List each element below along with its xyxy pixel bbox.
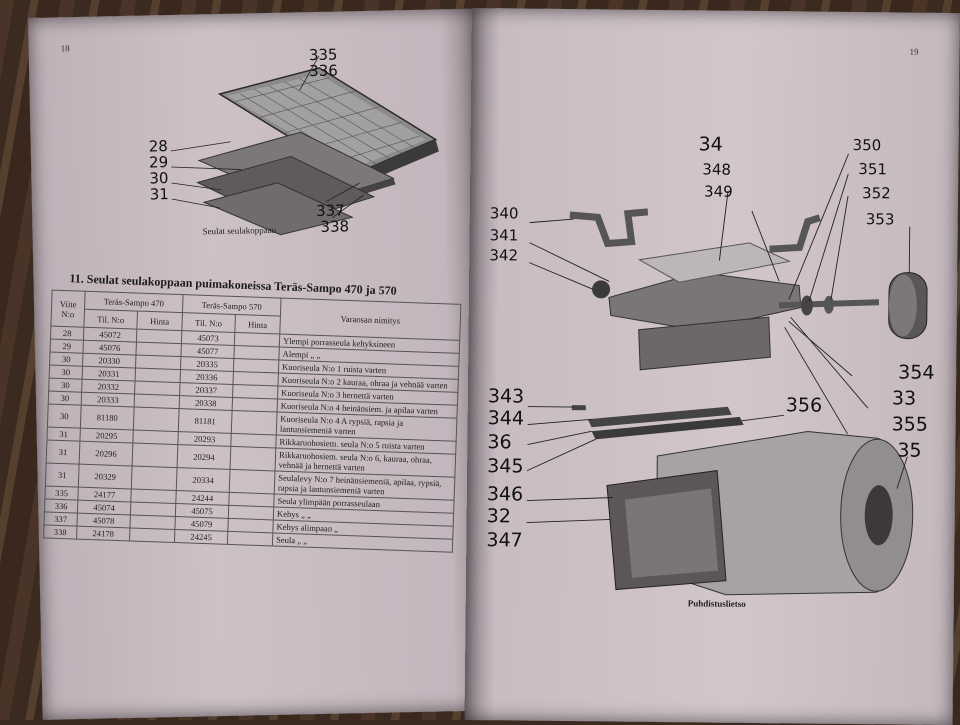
callout-345: 345: [487, 455, 523, 477]
part-343: [572, 405, 586, 410]
header-hinta-570: Hinta: [235, 314, 281, 334]
left-page: 18 335 336 28 29 30 31 337 338: [28, 9, 491, 720]
cell-til-570: 20334: [176, 468, 230, 493]
lower-plate: [638, 316, 771, 371]
cell-hinta-570: [231, 410, 277, 435]
callout-346: 346: [487, 483, 523, 505]
parts-table-wrap: Viite N:o Teräs-Sampo 470 Teräs-Sampo 57…: [43, 290, 461, 553]
callout-36: 36: [487, 431, 511, 453]
callout-343: 343: [488, 385, 524, 407]
bracket-340: [570, 211, 648, 244]
callout-34: 34: [698, 133, 722, 155]
cell-hinta-470: [132, 443, 178, 468]
cell-hinta-570: [227, 531, 272, 546]
callout-356: 356: [786, 394, 822, 416]
header-hinta-470: Hinta: [137, 311, 183, 331]
right-figure-caption: Puhdistuslietso: [688, 598, 746, 609]
cell-viite: 30: [49, 365, 82, 379]
left-figure-caption: Seulat seulakoppaan: [202, 225, 276, 237]
callout-33: 33: [892, 387, 916, 409]
cell-hinta-470: [131, 466, 177, 491]
cell-viite: 30: [47, 404, 81, 428]
part-342: [592, 280, 610, 298]
cell-viite: 30: [49, 378, 82, 392]
cell-viite: 337: [44, 512, 77, 526]
cell-hinta-470: [133, 407, 179, 432]
parts-table: Viite N:o Teräs-Sampo 470 Teräs-Sampo 57…: [43, 290, 461, 553]
cell-viite: 31: [45, 463, 79, 487]
cell-viite: 28: [50, 326, 83, 340]
callout-349: 349: [704, 182, 733, 200]
callout-348: 348: [702, 160, 731, 178]
callout-336: 336: [309, 62, 338, 81]
bracket-right: [769, 217, 819, 250]
callout-353: 353: [866, 210, 895, 228]
cleaning-fan-exploded-figure: 34 348 349 350 351 352 353 340 341 342 3…: [486, 118, 951, 603]
callout-351: 351: [858, 160, 887, 178]
part-352: [824, 296, 834, 314]
cell-viite: 338: [44, 525, 77, 539]
callout-355: 355: [892, 413, 928, 435]
cell-viite: 336: [44, 499, 77, 513]
cell-til-470: 20329: [78, 464, 132, 489]
cell-viite: 31: [46, 440, 80, 464]
cell-til-470: 24178: [76, 526, 129, 541]
left-page-number: 18: [61, 43, 70, 53]
callout-338: 338: [320, 217, 349, 236]
cell-til-570: 81181: [178, 409, 232, 434]
header-viite: Viite N:o: [51, 290, 85, 327]
cell-hinta-570: [230, 446, 276, 471]
callout-344: 344: [488, 407, 524, 429]
part-351: [801, 295, 813, 315]
right-page: 19: [465, 8, 960, 725]
callout-340: 340: [490, 204, 519, 222]
header-til-470: Til. N:o: [84, 309, 138, 329]
cell-viite: 335: [45, 486, 78, 500]
cell-viite: 31: [47, 427, 80, 441]
cell-viite: 30: [48, 391, 81, 405]
cell-viite: 30: [50, 352, 83, 366]
sieve-exploded-figure: 335 336 28 29 30 31 337 338: [98, 27, 462, 244]
cell-til-570: 24245: [174, 530, 227, 545]
callout-341: 341: [490, 226, 519, 244]
upper-frame: [609, 271, 802, 331]
cell-til-470: 20296: [79, 441, 133, 466]
cell-til-570: 20294: [177, 445, 231, 470]
callout-352: 352: [862, 184, 891, 202]
callout-35: 35: [897, 439, 921, 461]
callout-31: 31: [150, 185, 169, 203]
cell-til-470: 81180: [80, 405, 134, 430]
fan-rotor-inner: [624, 488, 719, 579]
cell-hinta-570: [229, 469, 275, 494]
right-page-number: 19: [910, 47, 919, 57]
callout-354: 354: [898, 361, 934, 383]
callout-32: 32: [487, 505, 511, 527]
header-til-570: Til. N:o: [182, 313, 236, 333]
callout-350: 350: [852, 136, 881, 154]
callout-342: 342: [489, 246, 518, 264]
cell-viite: 29: [50, 339, 83, 353]
cell-hinta-470: [129, 528, 174, 543]
callout-347: 347: [486, 529, 522, 551]
header-nimitys: Varaosan nimitys: [280, 298, 461, 340]
